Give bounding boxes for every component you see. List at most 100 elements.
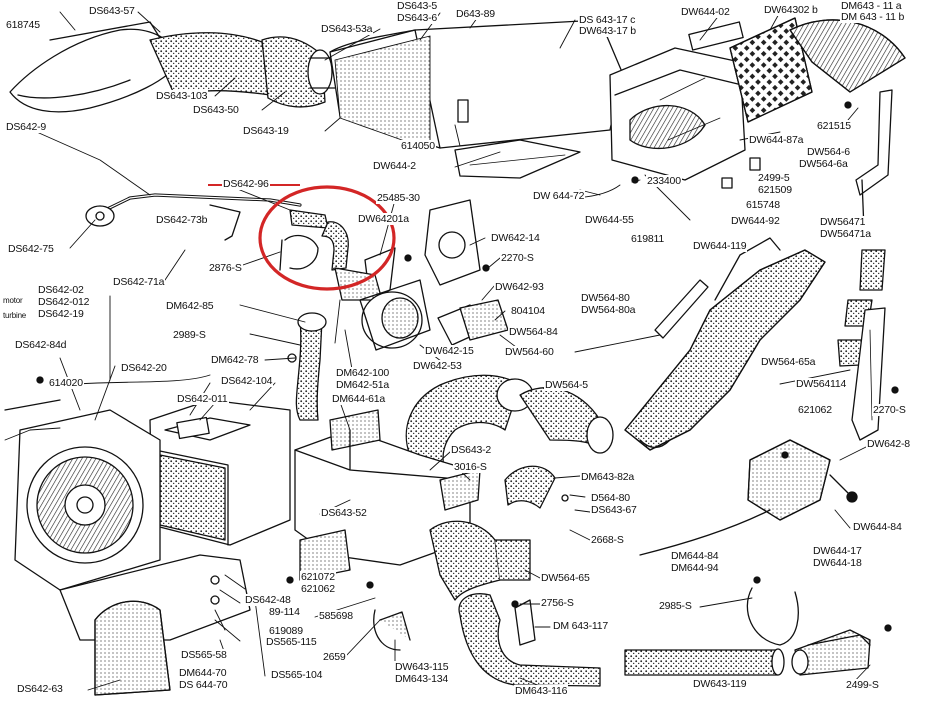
blower-motor [4,399,161,591]
label-585698: 585698 [318,610,354,622]
fasteners [36,101,899,632]
label-dm643-117: DM 643-117 [552,620,610,632]
label-615748: 615748 [745,199,781,211]
label-618745: 618745 [5,19,41,31]
grille-panel [729,17,813,123]
label-dw644-84: DW644-84 [852,521,903,533]
label-ds643-17c: DS 643-17 c [578,14,637,26]
label-804104: 804104 [510,305,546,317]
label-ds642-71a: DS642-71a [112,276,166,288]
hose-clamp [746,587,799,646]
label-dw643-115: DW643-115 [394,661,450,673]
label-dw644-2: DW644-2 [372,160,417,172]
label-2270-5a: 2270-S [500,252,535,264]
label-dm644-70: DM644-70 [178,667,228,679]
label-dw644-55: DW644-55 [584,214,635,226]
label-turbine: turbine [2,311,28,320]
label-dw564-6: DW564-6 [806,146,851,158]
label-dw56471: DW56471 [819,216,867,228]
bracket [855,89,893,231]
hose-dw564-71a [837,249,886,367]
label-ds565-115: DS565-115 [265,636,318,648]
label-25485-30: 25485-30 [376,192,421,204]
label-621072: 621072 [300,571,336,583]
duct-housing [329,19,623,179]
label-ds643-5: DS643-5 [396,0,439,12]
label-ds642-75: DS642-75 [7,243,55,255]
label-dw644-119: DW644-119 [692,240,748,252]
hose-dw564-84 [519,387,614,454]
pipe-bracket [373,599,536,651]
hose-dm642-85 [295,312,327,421]
seal-strip [654,279,709,339]
hose-dw564-5 [405,374,534,471]
label-ds642-9: DS642-9 [5,121,48,133]
label-ds642-02: DS642-02 [37,284,85,296]
label-619811: 619811 [630,233,666,245]
label-619089: 619089 [268,625,304,637]
label-dm643-134: DM643-134 [394,673,450,685]
label-621062b: 621062 [300,583,336,595]
label-dm644-94: DM644-94 [670,562,720,574]
label-2989-5: 2989-S [172,329,207,341]
label-dm643-82a: DM643-82a [580,471,636,483]
label-2499-5b: 2499-S [845,679,880,691]
label-motor: motor [2,296,24,305]
label-dm644-61a: DM644-61a [331,393,387,405]
label-614050: 614050 [400,140,436,152]
label-dw643-119: DW643-119 [692,678,748,690]
label-ds643-6: DS643-6 [396,12,439,24]
label-ds642-012: DS642-012 [37,296,91,308]
label-621062a: 621062 [797,404,833,416]
label-ds643-67: DS643-67 [590,504,638,516]
label-dw644-02: DW644-02 [680,6,731,18]
hose-dm643-82a [504,465,556,509]
label-ds642-19: DS642-19 [37,308,85,320]
label-3016-5: 3016-S [453,461,488,473]
label-ds642-20: DS642-20 [120,362,168,374]
label-ds643-103: DS643-103 [155,90,209,102]
label-dm643-116: DM643-116 [514,685,569,697]
label-dw564-60: DW564-60 [504,346,555,358]
label-ds642-48: DS642-48 [244,594,292,606]
label-dw64302b: DW64302 b [763,4,819,16]
label-dw564-5: DW564-5 [544,379,589,391]
label-dw642-14: DW642-14 [490,232,541,244]
label-dm643-11a: DM643 - 11 a [840,0,903,12]
label-dm642-78: DM642-78 [210,354,260,366]
label-dm642-85: DM642-85 [165,300,215,312]
label-d564-80: D564-80 [590,492,631,504]
lower-duct [59,554,251,696]
hose-dw564-65 [429,520,531,601]
label-dw644-92: DW644-92 [730,215,781,227]
label-ds643-53a: DS643-53a [320,23,374,35]
label-dw564-65a: DW564-65a [760,356,817,368]
label-dw642-8: DW642-8 [866,438,911,450]
label-ds644-70: DS 644-70 [178,679,229,691]
label-ds642-96: DS642-96 [222,178,270,190]
gasket-plate [424,199,481,286]
grille-cover [789,19,906,93]
label-dw564-6a: DW564-6a [798,158,849,170]
heater-core [149,399,291,546]
label-dw564-84: DW564-84 [508,326,559,338]
label-ds643-50: DS643-50 [192,104,240,116]
label-ds643-57: DS643-57 [88,5,136,17]
hose-dm643-116 [458,593,785,687]
label-dw564-80: DW564-80 [580,292,631,304]
label-ds642-011: DS642-011 [176,393,229,405]
label-2876-5: 2876-S [208,262,243,274]
label-dw64201a: DW64201a [357,213,410,225]
label-ds642-73b: DS642-73b [155,214,209,226]
label-2756-5: 2756-S [540,597,575,609]
label-dw644-72: DW 644-72 [532,190,586,202]
label-dw644-17: DW644-17 [812,545,863,557]
duct-dw564-60 [624,237,826,451]
label-dw644-87a: DW644-87a [748,134,805,146]
blower-housing [609,21,746,181]
hose-elbow [279,209,349,271]
label-dw644-18: DW644-18 [812,557,863,569]
label-dm642-51a: DM642-51a [335,379,391,391]
